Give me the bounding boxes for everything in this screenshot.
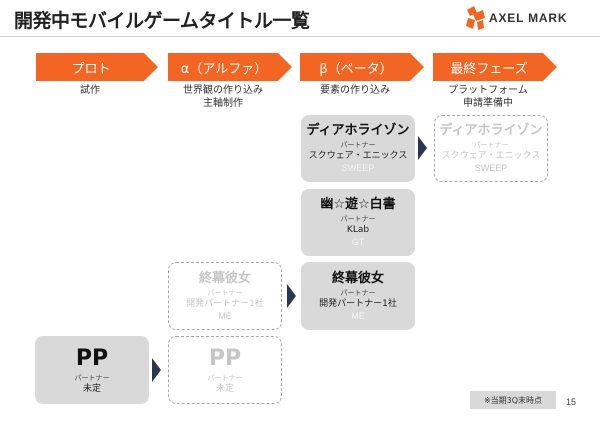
game-card-pp-proto: PP パートナー 未定 [35,336,149,404]
logo-mark-icon [466,6,485,30]
page-title: 開発中モバイルゲームタイトル一覧 [14,10,310,32]
game-card-yuyu-hakusho-beta: 幽☆遊☆白書 パートナー KLab GT [301,189,415,256]
progress-arrow-icon [287,284,296,308]
game-card-pp-alpha: PP パートナー 未定 [168,336,282,404]
game-card-dear-horizon-final: ディアホライゾン パートナー スクウェア・エニックス SWEEP [434,115,548,182]
phase-final-desc: プラットフォーム 申請準備中 [448,85,528,109]
logo-text: AXEL MARK [489,11,568,25]
phase-beta: β（ベータ） [300,53,424,81]
progress-arrow-icon [418,136,427,160]
timing-note: ※当期3Q末時点 [470,391,556,409]
game-card-shumaku-kanojo-beta: 終幕彼女 パートナー 開発パートナー1社 ME [301,262,415,330]
phase-final: 最終フェーズ [433,53,557,81]
phase-alpha-desc: 世界観の作り込み 主軸制作 [183,85,263,109]
axelmark-logo: AXEL MARK [463,4,593,32]
game-card-shumaku-kanojo-alpha: 終幕彼女 パートナー 開発パートナー1社 ME [168,262,282,330]
page-number: 15 [566,397,577,407]
phase-proto: プロト [36,53,158,81]
phase-alpha: α（アルファ） [168,53,292,81]
game-card-dear-horizon-beta: ディアホライゾン パートナー スクウェア・エニックス SWEEP [301,115,415,182]
header-divider [0,36,600,37]
phase-beta-desc: 要素の作り込み [320,85,390,96]
phase-proto-desc: 試作 [80,85,100,96]
progress-arrow-icon [152,358,161,382]
